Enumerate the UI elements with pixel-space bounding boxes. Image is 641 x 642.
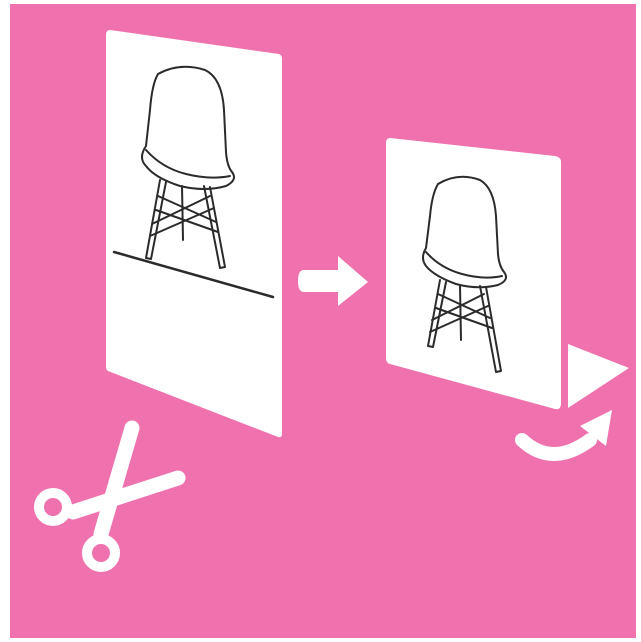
card-uncut-photo [106,30,282,437]
card-uncut-surface [106,30,282,437]
